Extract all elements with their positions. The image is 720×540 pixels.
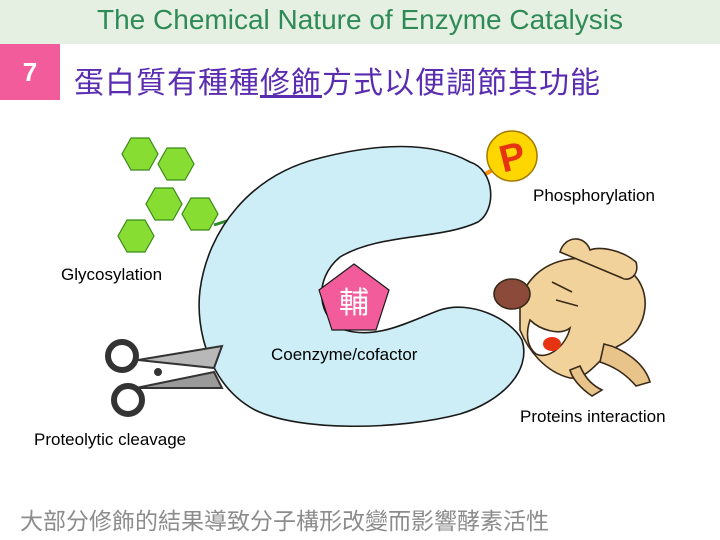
subtitle-underlined: 修飾 bbox=[260, 66, 322, 101]
sugar-hexagon bbox=[121, 137, 159, 171]
label-protein-interaction: Proteins interaction bbox=[520, 407, 666, 426]
sugar-hexagon bbox=[157, 147, 195, 181]
sugar-hexagon bbox=[117, 219, 155, 253]
slide-number: 7 bbox=[22, 56, 38, 87]
label-glycosylation: Glycosylation bbox=[61, 265, 163, 284]
sugar-hexagon bbox=[181, 197, 219, 231]
cofactor-pentagon bbox=[318, 263, 390, 331]
sugar-hexagon bbox=[145, 187, 183, 221]
enzyme-body bbox=[198, 145, 525, 428]
subtitle-part-1: 蛋白質有種種 bbox=[74, 66, 260, 101]
enzyme-modification-diagram: P 輔 bbox=[105, 130, 651, 428]
slide-number-badge: 7 bbox=[0, 44, 60, 100]
label-proteolytic-cleavage: Proteolytic cleavage bbox=[34, 430, 187, 449]
subtitle-part-2: 方式以便調節其功能 bbox=[322, 66, 601, 101]
cofactor-symbol: 輔 bbox=[339, 286, 369, 321]
scissors-icon bbox=[105, 339, 224, 417]
label-coenzyme: Coenzyme/cofactor bbox=[271, 345, 418, 364]
footer-note: 大部分修飾的結果導致分子構形改變而影響酵素活性 bbox=[20, 509, 549, 535]
biting-dog-icon bbox=[493, 238, 651, 397]
phosphate-group bbox=[486, 130, 538, 182]
header-band bbox=[0, 0, 720, 44]
page-title: The Chemical Nature of Enzyme Catalysis bbox=[97, 4, 623, 35]
glycan-chain bbox=[117, 137, 219, 253]
label-phosphorylation: Phosphorylation bbox=[533, 186, 655, 205]
slide-subtitle: 蛋白質有種種修飾方式以便調節其功能 bbox=[74, 58, 601, 102]
